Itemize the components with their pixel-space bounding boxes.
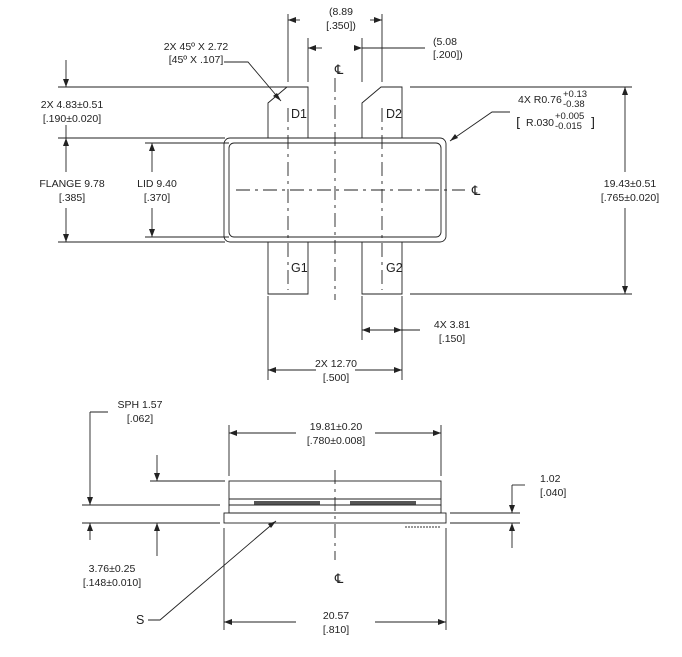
side-lead-left xyxy=(254,501,320,505)
centerline-symbol-top: ℄ xyxy=(334,63,344,78)
pin-g1-label: G1 xyxy=(291,261,308,275)
side-width-mm: 19.81±0.20 xyxy=(310,421,363,433)
chamfer-mm: 2X 45º X 2.72 xyxy=(164,41,229,53)
base-width-mm: 20.57 xyxy=(323,610,349,622)
pin-g2-label: G2 xyxy=(386,261,403,275)
flange-in: [.385] xyxy=(59,192,85,204)
radius-tol-in-plus: +0.005 xyxy=(555,111,584,122)
lead-width-top-in: [.350]) xyxy=(326,20,356,32)
lead-pitch-mm: 2X 12.70 xyxy=(315,358,357,370)
seating-plane-label: S xyxy=(136,613,144,627)
radius-bracket-open: [ xyxy=(516,116,521,131)
radius-in: R.030 xyxy=(526,117,554,129)
lead-width-bottom-mm: 4X 3.81 xyxy=(434,319,470,331)
pin-d2-label: D2 xyxy=(386,107,402,121)
lead-length-mm: 2X 4.83±0.51 xyxy=(41,99,104,111)
sph-in: [.062] xyxy=(127,413,153,425)
lid-in: [.370] xyxy=(144,192,170,204)
chamfer-in: [45º X .107] xyxy=(169,54,224,66)
lead-spacing-top-mm: (5.08 xyxy=(433,36,457,48)
side-height-mm: 3.76±0.25 xyxy=(89,563,136,575)
centerline-symbol-right: ℄ xyxy=(471,184,481,199)
radius-tol-mm-plus: +0.13 xyxy=(563,89,587,100)
flange-mm: FLANGE 9.78 xyxy=(39,178,105,190)
pin-d1-label: D1 xyxy=(291,107,307,121)
lead-width-top-mm: (8.89 xyxy=(329,6,353,18)
overall-height-in: [.765±0.020] xyxy=(601,192,659,204)
top-view xyxy=(58,14,632,380)
lead-pitch-in: [.500] xyxy=(323,372,349,384)
lead-width-bottom-in: [.150] xyxy=(439,333,465,345)
lead-length-in: [.190±0.020] xyxy=(43,113,101,125)
side-flange-base xyxy=(223,512,447,524)
overall-height-mm: 19.43±0.51 xyxy=(604,178,657,190)
side-height-in: [.148±0.010] xyxy=(83,577,141,589)
radius-mm: 4X R0.76 xyxy=(518,94,562,106)
side-width-in: [.780±0.008] xyxy=(307,435,365,447)
radius-tol-in-minus: -0.015 xyxy=(555,121,582,132)
radius-tol-mm-minus: -0.38 xyxy=(563,99,585,110)
side-lead-right xyxy=(350,501,416,505)
lead-g2 xyxy=(361,242,403,295)
lead-g1 xyxy=(267,242,309,295)
flange-thickness-mm: 1.02 xyxy=(540,473,561,485)
flange-thickness-in: [.040] xyxy=(540,487,566,499)
lead-spacing-top-in: [.200]) xyxy=(433,49,463,61)
base-width-in: [.810] xyxy=(323,624,349,636)
centerline-symbol-side: ℄ xyxy=(334,572,344,587)
lead-d2 xyxy=(361,86,403,138)
side-view xyxy=(82,411,525,630)
radius-bracket-close: ] xyxy=(590,116,595,131)
sph-mm: SPH 1.57 xyxy=(118,399,163,411)
lid-mm: LID 9.40 xyxy=(137,178,177,190)
